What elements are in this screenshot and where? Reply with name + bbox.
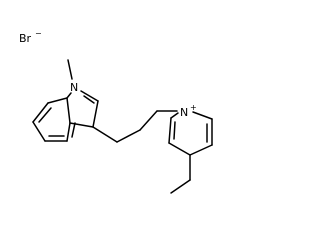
- pyridinium-ring: [168, 111, 213, 156]
- ethyl-substituent: [170, 154, 191, 194]
- bromide-ion: Br −: [19, 29, 42, 45]
- ethylene-linker: [92, 110, 178, 143]
- molecule-structure: Br − N N +: [19, 29, 213, 194]
- benzene-ring: [32, 97, 76, 142]
- pyridinium-nitrogen-label: N: [180, 106, 188, 119]
- bromide-charge: −: [35, 29, 42, 38]
- indole-nitrogen-label: N: [70, 81, 78, 94]
- n-methyl-bond: [67, 59, 73, 80]
- pyrrole-ring: [66, 90, 99, 128]
- bromide-label: Br: [19, 32, 32, 45]
- pyridinium-charge: +: [190, 103, 197, 112]
